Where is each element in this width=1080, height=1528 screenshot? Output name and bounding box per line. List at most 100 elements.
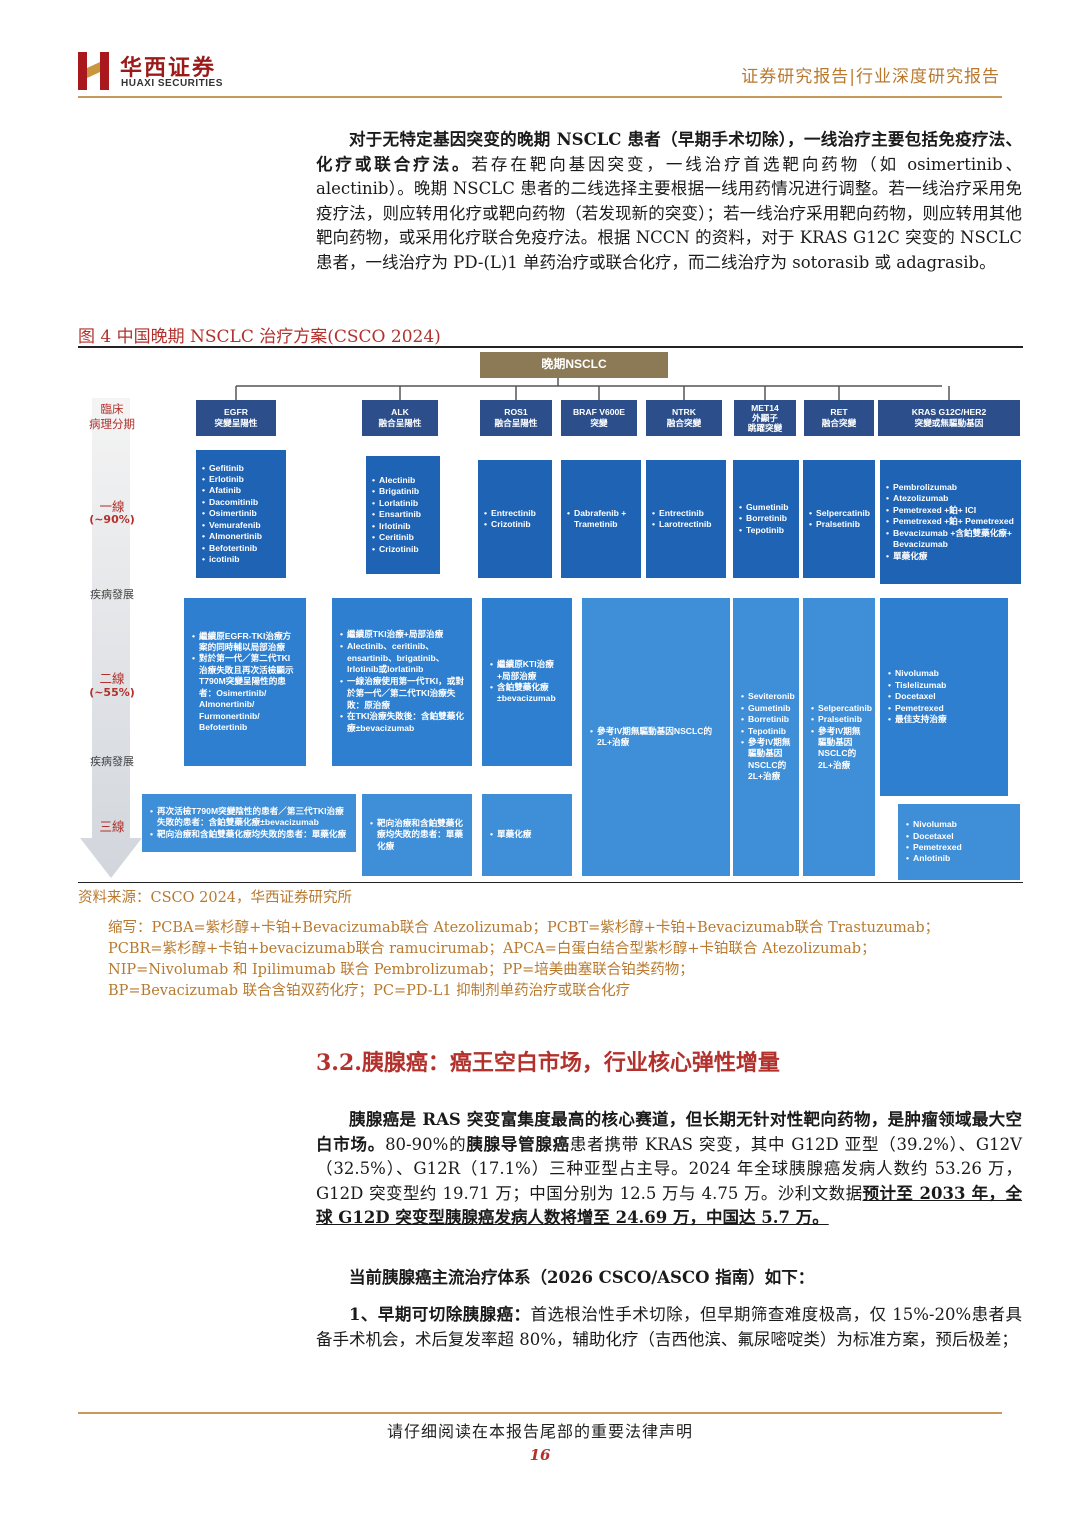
root-node: 晚期NSCLC [480,352,668,378]
line2-label: 二線 [99,671,125,686]
third-line-egfr: 再次活檢T790M突變陰性的患者／第三代TKI治療失敗的患者：含鉑雙藥化療±be… [142,794,356,852]
list-item: Crizotinib [372,544,434,556]
page-number: 16 [529,1446,551,1464]
third-line-ros1: 單藥化療 [482,794,572,876]
header-braf: BRAF V600E 突變 [561,400,637,436]
list-item: Larotrectinib [652,519,720,531]
list-item: Ensartinib [372,509,434,521]
figure-top-rule [78,346,1023,348]
huaxi-logo-icon [78,52,109,90]
treatment-flowchart: 晚期NSCLC 臨床 病理分期 一線 (~90%) 疾病發展 二線 (~55%)… [78,348,1023,880]
list-item: Dacomitinib [202,497,280,509]
second-line-ros1: 繼續原KTI治療+局部治療含鉑雙藥化療±bevacizumab [482,598,572,766]
list-item: Crizotinib [484,519,546,531]
list-item: Befotertinib [202,543,280,555]
first-line-ros1: EntrectinibCrizotinib [478,460,552,578]
line1-pct: (~90%) [89,513,135,526]
report-type: 证券研究报告|行业深度研究报告 [741,67,1000,87]
list-item: 一線治療使用第一代TKI，或對於第一代／第二代TKI治療失敗：原治療 [340,676,464,711]
list-item: Irlotinib [372,521,434,533]
list-item: 繼續原KTI治療+局部治療 [490,659,564,682]
second-line-egfr: 繼續原EGFR-TKI治療方案的同時輔以局部治療對於第一代／第二代TKI治療失敗… [184,598,306,766]
header-ntrk: NTRK 融合突變 [646,400,722,436]
figure-source: 资料来源：CSCO 2024，华西证券研究所 [78,890,353,906]
abbreviation-line-2: PCBR=紫杉醇+卡铂+bevacizumab联合 ramucirumab；AP… [108,941,876,957]
list-item: 含鉑雙藥化療±bevacizumab [490,682,564,705]
list-item: Pemetrexed [906,842,1012,854]
list-item: Pemetrexed +鉑+ Pemetrexed [886,516,1015,528]
list-item: Anlotinib [906,853,1012,865]
intro-paragraph: 对于无特定基因突变的晚期 NSCLC 患者（早期手术切除），一线治疗主要包括免疫… [316,130,1022,272]
section-paragraph-3: 1、早期可切除胰腺癌：首选根治性手术切除，但早期筛查难度极高，仅 15%-20%… [316,1305,1023,1349]
section-paragraph-2: 当前胰腺癌主流治疗体系（2026 CSCO/ASCO 指南）如下： [349,1268,815,1287]
list-item: Gumetinib [741,703,791,715]
progression-arrow-icon [80,398,142,878]
third-line-kras: NivolumabDocetaxelPemetrexedAnlotinib [898,804,1020,880]
list-item: Tepotinib [739,525,793,537]
company-name-en: HUAXI SECURITIES [121,78,223,89]
line3-label: 三線 [99,819,125,834]
list-item: 對於第一代／第二代TKI治療失敗且再次活檢顯示T790M突變呈陽性的患者：Osi… [192,653,298,733]
first-line-ntrk: EntrectinibLarotrectinib [646,460,726,578]
list-item: 在TKI治療失敗後：含鉑雙藥化療±bevacizumab [340,711,464,735]
list-item: 參考IV期無驅動基因NSCLC的2L+治療 [811,726,867,772]
header-ros1: ROS1 融合呈陽性 [480,400,552,436]
second-line-alk: 繼續原TKI治療+局部治療Alectinib、ceritinib、ensarti… [332,598,472,766]
list-item: Seviteronib [741,691,795,703]
line2-pct: (~55%) [89,686,135,699]
list-item: Nivolumab [888,668,1000,680]
list-item: Pralsetinib [811,714,867,726]
progression-label-1: 疾病發展 [90,588,134,601]
header-rule [238,96,1002,98]
header-egfr: EGFR 突變呈陽性 [196,400,276,436]
stage-label: 臨床 病理分期 [89,402,135,431]
legal-disclaimer: 请仔细阅读在本报告尾部的重要法律声明 [386,1422,693,1441]
list-item: Entrectinib [652,508,720,520]
list-item: Almonertinib [202,531,280,543]
list-item: Borretinib [741,714,791,726]
abbreviation-line-4: BP=Bevacizumab 联合含铂双药化疗；PC=PD-L1 抑制剂单药治疗… [108,983,631,999]
list-item: 再次活檢T790M突變陰性的患者／第三代TKI治療失敗的患者：含鉑雙藥化療±be… [150,806,348,829]
abbreviation-line-3: NIP=Nivolumab 和 Ipilimumab 联合 Pembrolizu… [108,962,694,978]
list-item: Borretinib [739,513,793,525]
list-item: 靶向治療和含鉑雙藥化療均失敗的患者：單藥化療 [370,818,464,852]
list-item: Dabrafenib + Trametinib [567,508,635,531]
list-item: Selpercatinib [809,508,870,520]
list-item: icotinib [202,554,280,566]
list-item: Docetaxel [906,831,1012,843]
first-line-kras: PembrolizumabAtezolizumabPemetrexed +鉑+ … [880,460,1021,584]
list-item: Lorlatinib [372,498,434,510]
header-met14: MET14 外顯子 跳躍突變 [734,400,796,436]
first-line-egfr: GefitinibErlotinibAfatinibDacomitinibOsi… [196,450,286,578]
second-line-met14: SeviteronibGumetinibBorretinibTepotinib參… [733,598,799,876]
list-item: Alectinib、ceritinib、ensartinib、brigatini… [340,641,464,676]
list-item: Nivolumab [906,819,1012,831]
list-item: Ceritinib [372,532,434,544]
first-line-alk: AlectinibBrigatinibLorlatinibEnsartinibI… [366,456,440,574]
header-alk: ALK 融合呈陽性 [362,400,438,436]
figure-title: 图 4 中国晚期 NSCLC 治疗方案(CSCO 2024) [78,327,441,347]
list-item: 靶向治療和含鉑雙藥化療均失敗的患者：單藥化療 [150,829,348,841]
second-line-braf-ntrk: 參考IV期無驅動基因NSCLC的2L+治療 [582,598,730,876]
line1-label: 一線 [99,499,125,514]
list-item: Alectinib [372,475,434,487]
list-item: Vemurafenib [202,520,280,532]
list-item: 最佳支持治療 [888,714,1000,726]
second-line-ret: SelpercatinibPralsetinib參考IV期無驅動基因NSCLC的… [803,598,875,876]
list-item: 單藥化療 [490,829,564,841]
list-item: 繼續原EGFR-TKI治療方案的同時輔以局部治療 [192,631,298,654]
header-ret: RET 融合突變 [804,400,874,436]
first-line-met14: GumetinibBorretinibTepotinib [733,460,799,578]
list-item: Tislelizumab [888,680,1000,692]
list-item: Afatinib [202,485,280,497]
list-item: Tepotinib [741,726,791,738]
list-item: Pemetrexed [888,703,1000,715]
connector-lines [235,378,950,400]
list-item: Pemetrexed +鉑+ ICI [886,505,1015,517]
figure-bottom-rule [78,882,1023,883]
first-line-braf: Dabrafenib + Trametinib [561,460,641,578]
second-line-kras: NivolumabTislelizumabDocetaxelPemetrexed… [880,598,1008,796]
third-line-alk: 靶向治療和含鉑雙藥化療均失敗的患者：單藥化療 [362,794,472,876]
list-item: 參考IV期無驅動基因NSCLC的2L+治療 [741,737,791,783]
list-item: Entrectinib [484,508,546,520]
